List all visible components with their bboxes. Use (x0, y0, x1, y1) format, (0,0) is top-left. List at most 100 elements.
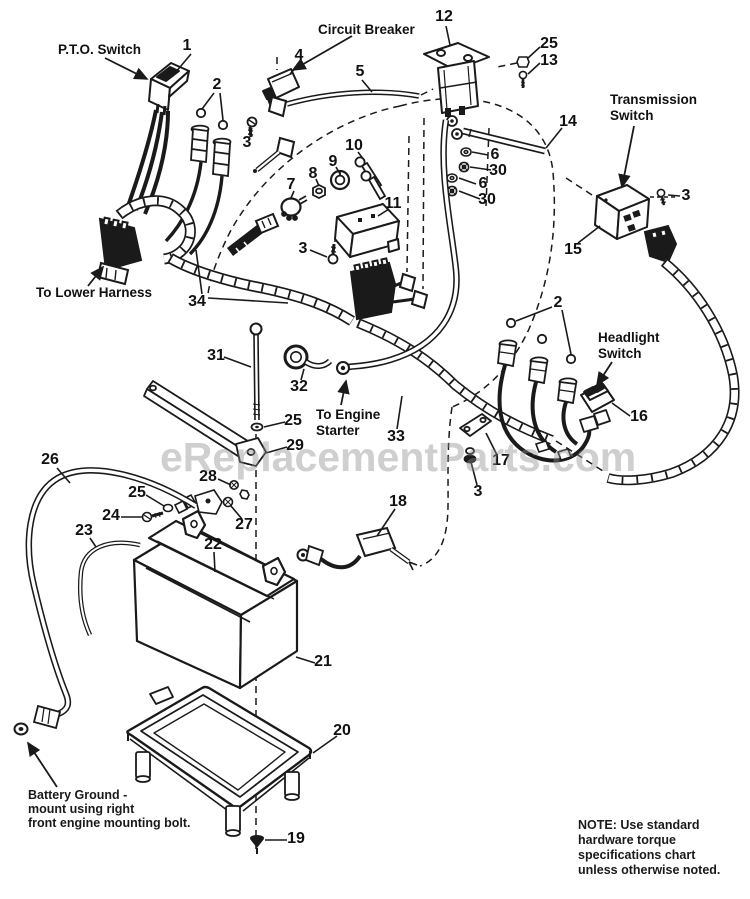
headlight-switch-16 (579, 382, 615, 433)
bulb-holders-left (190, 107, 232, 178)
callout-26: 26 (41, 451, 59, 468)
callout-7: 7 (286, 176, 296, 193)
main-connector (349, 257, 397, 321)
callout-32: 32 (290, 378, 308, 395)
cable-33-drawing (336, 119, 460, 375)
callout-17: 17 (492, 452, 510, 469)
connector-branch-wires (390, 272, 429, 310)
harness-wrap-lower (356, 318, 554, 445)
screw-3c-drawing (327, 243, 339, 265)
pto-switch-drawing (148, 62, 190, 116)
note-line-1: NOTE: Use standard (578, 818, 700, 832)
note-line-2: hardware torque (578, 833, 676, 847)
washers-6-30 (446, 147, 472, 197)
transmission-switch-drawing (594, 184, 650, 240)
callout-34: 34 (188, 293, 206, 310)
callout-23: 23 (75, 522, 93, 539)
watermark: eReplacementParts.com (160, 434, 637, 480)
label-arrows (27, 35, 635, 788)
key-switch-group (280, 156, 387, 221)
callout-27: 27 (235, 516, 253, 533)
callout-30b: 30 (478, 191, 496, 208)
battery-ground-line-3: front engine mounting bolt. (28, 816, 191, 830)
callout-25c: 25 (128, 484, 146, 501)
elbow-connector-2 (253, 136, 296, 173)
rod-31-drawing (249, 322, 264, 432)
callout-6b: 6 (478, 175, 488, 192)
callout-24: 24 (102, 507, 120, 524)
lower-harness-connector (96, 216, 143, 286)
label-transmission-2: Switch (610, 108, 654, 123)
nut-28-drawing (229, 479, 250, 500)
battery-ground-line-1: Battery Ground - (28, 788, 128, 802)
wire-5-drawing (267, 89, 420, 118)
bracket-17-drawing (459, 413, 492, 464)
callout-13: 13 (540, 52, 558, 69)
battery-ground-note: Battery Ground - mount using right front… (28, 788, 190, 830)
callout-33: 33 (387, 428, 405, 445)
callout-6a: 6 (490, 146, 500, 163)
callout-10: 10 (345, 137, 363, 154)
holddown-plate-29 (143, 380, 267, 467)
label-headlight-2: Switch (598, 346, 642, 361)
callout-11: 11 (384, 195, 402, 212)
headlight-wires (497, 364, 592, 463)
callout-3c: 3 (298, 240, 308, 257)
callout-25b: 25 (284, 412, 302, 429)
callout-12: 12 (435, 8, 453, 25)
callout-30a: 30 (489, 162, 507, 179)
leader-lines (56, 25, 681, 841)
callout-22: 22 (204, 536, 222, 553)
screw-3b-drawing (656, 188, 667, 206)
grommet-32-drawing (283, 344, 333, 370)
label-to-engine-2: Starter (316, 423, 360, 438)
label-transmission-1: Transmission (610, 92, 698, 107)
solenoid-12-drawing (423, 42, 490, 117)
torque-note: NOTE: Use standard hardware torque speci… (578, 818, 720, 878)
callout-1: 1 (182, 37, 192, 54)
callout-14: 14 (559, 113, 577, 130)
note-line-3: specifications chart (578, 848, 696, 862)
callout-20: 20 (333, 722, 351, 739)
module-11-drawing (334, 203, 400, 258)
harness-wrap-center (115, 195, 355, 326)
label-circuit-breaker: Circuit Breaker (318, 22, 415, 37)
callout-21: 21 (314, 653, 332, 670)
wire-23-drawing (77, 540, 141, 636)
callout-9: 9 (328, 153, 338, 170)
label-to-engine-1: To Engine (316, 407, 381, 422)
note-line-4: unless otherwise noted. (578, 863, 721, 877)
callout-5: 5 (355, 63, 365, 80)
callout-18: 18 (389, 493, 407, 510)
callout-3b: 3 (681, 187, 691, 204)
cable-14-drawing (446, 115, 546, 155)
cable-26-drawing (13, 467, 198, 736)
callout-29: 29 (286, 437, 304, 454)
callout-3a: 3 (242, 134, 252, 151)
nut-25a-screw-13 (516, 56, 530, 88)
callout-15: 15 (564, 241, 582, 258)
transmission-connector (643, 224, 678, 264)
callout-19: 19 (287, 830, 305, 847)
callout-2a: 2 (212, 76, 222, 93)
callout-4: 4 (294, 47, 304, 64)
callout-28: 28 (199, 468, 217, 485)
battery-drawing (132, 509, 299, 690)
harness-stub (226, 212, 280, 256)
terminal-hardware (141, 489, 234, 523)
battery-ground-line-2: mount using right (28, 802, 135, 816)
callout-2b: 2 (553, 294, 563, 311)
cable-18-drawing (296, 526, 418, 571)
callout-31: 31 (207, 347, 225, 364)
callout-3d: 3 (473, 483, 483, 500)
callout-25a: 25 (540, 35, 558, 52)
label-pto-switch: P.T.O. Switch (58, 42, 142, 57)
callout-16: 16 (630, 408, 648, 425)
label-headlight-1: Headlight (598, 330, 660, 345)
battery-tray-drawing (126, 685, 313, 837)
screw-19-drawing (250, 835, 264, 854)
label-to-lower-harness: To Lower Harness (36, 285, 153, 300)
headlight-bulbs-sockets (497, 317, 578, 405)
